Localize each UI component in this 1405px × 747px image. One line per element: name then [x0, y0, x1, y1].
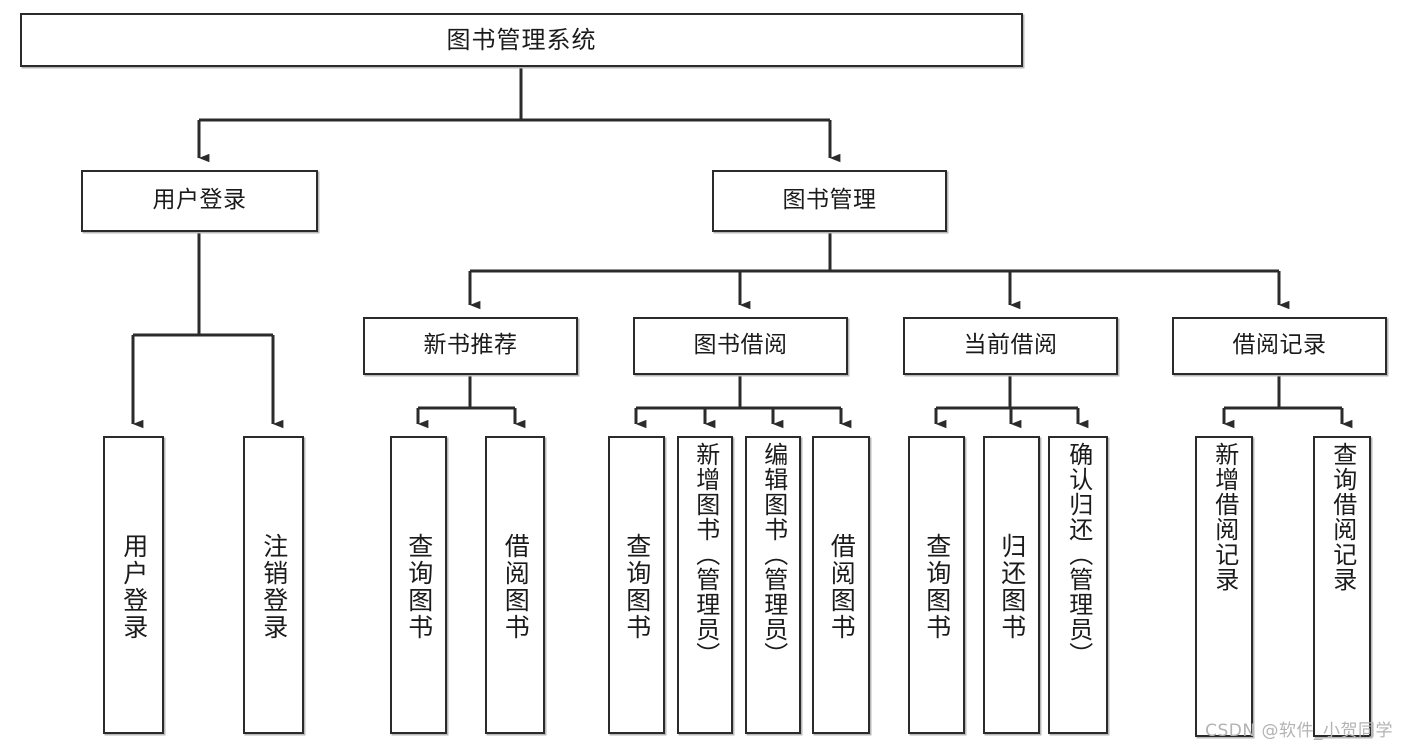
csdn-watermark: CSDN @软件_小贺同学	[1205, 721, 1393, 741]
node-borrow-record-label: 借阅记录	[1232, 332, 1327, 359]
node-book-management[interactable]: 图书管理	[712, 170, 947, 232]
node-leaf-confirm-return-admin[interactable]: 确认归还（管理员）	[1048, 436, 1108, 734]
node-new-book-recommend[interactable]: 新书推荐	[363, 317, 578, 375]
node-leaf-edit-book-admin-label: 编辑图书（管理员）	[759, 442, 788, 667]
node-leaf-query-book-1[interactable]: 查询图书	[390, 436, 447, 734]
node-leaf-confirm-return-admin-label: 确认归还（管理员）	[1064, 442, 1093, 667]
node-leaf-query-borrow-record-label: 查询借阅记录	[1328, 442, 1357, 592]
node-root-book-management-system[interactable]: 图书管理系统	[20, 13, 1023, 67]
node-leaf-add-book-admin[interactable]: 新增图书（管理员）	[677, 436, 733, 734]
node-leaf-logout-login-label: 注销登录	[259, 533, 289, 641]
node-leaf-user-login-label: 用户登录	[119, 533, 149, 641]
node-new-book-recommend-label: 新书推荐	[423, 332, 518, 359]
node-leaf-borrow-book-2[interactable]: 借阅图书	[812, 436, 870, 734]
node-leaf-borrow-book-1[interactable]: 借阅图书	[485, 436, 545, 734]
node-leaf-add-borrow-record-label: 新增借阅记录	[1210, 442, 1239, 592]
node-leaf-user-login[interactable]: 用户登录	[103, 436, 164, 734]
node-leaf-query-borrow-record[interactable]: 查询借阅记录	[1313, 436, 1371, 737]
node-leaf-edit-book-admin[interactable]: 编辑图书（管理员）	[745, 436, 801, 734]
node-book-management-label: 图书管理	[782, 187, 877, 214]
node-leaf-return-book-label: 归还图书	[997, 533, 1027, 641]
node-leaf-query-book-3-label: 查询图书	[922, 533, 952, 641]
node-user-login[interactable]: 用户登录	[81, 170, 318, 232]
node-leaf-query-book-2[interactable]: 查询图书	[608, 436, 665, 734]
node-leaf-add-borrow-record[interactable]: 新增借阅记录	[1195, 436, 1253, 737]
node-book-borrow-label: 图书借阅	[693, 332, 788, 359]
node-leaf-query-book-1-label: 查询图书	[404, 533, 434, 641]
node-leaf-borrow-book-1-label: 借阅图书	[501, 533, 531, 641]
node-leaf-query-book-2-label: 查询图书	[622, 533, 652, 641]
node-user-login-label: 用户登录	[152, 187, 247, 214]
node-root-label: 图书管理系统	[446, 25, 597, 54]
node-current-borrow-label: 当前借阅	[963, 332, 1058, 359]
node-leaf-logout-login[interactable]: 注销登录	[243, 436, 304, 734]
node-borrow-record[interactable]: 借阅记录	[1172, 317, 1387, 375]
node-leaf-return-book[interactable]: 归还图书	[983, 436, 1040, 734]
node-leaf-query-book-3[interactable]: 查询图书	[908, 436, 965, 734]
node-book-borrow[interactable]: 图书借阅	[633, 317, 848, 375]
node-current-borrow[interactable]: 当前借阅	[903, 317, 1118, 375]
node-leaf-borrow-book-2-label: 借阅图书	[827, 533, 857, 641]
node-leaf-add-book-admin-label: 新增图书（管理员）	[691, 442, 720, 667]
